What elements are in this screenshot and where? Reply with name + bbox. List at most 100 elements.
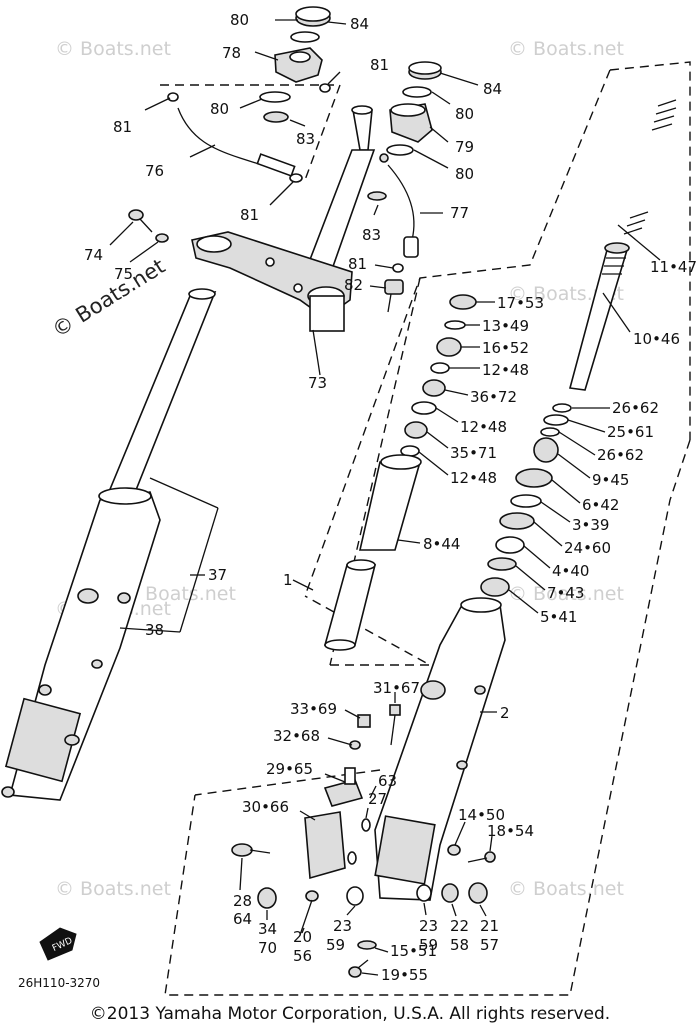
screw-33 xyxy=(357,714,371,728)
label-80: 80 xyxy=(210,100,229,118)
washer-22 xyxy=(441,883,459,903)
label-7: 7•43 xyxy=(547,584,584,602)
label-63: 63 xyxy=(378,772,397,790)
o-ring-13 xyxy=(444,320,466,330)
label-84: 84 xyxy=(483,80,502,98)
assembly-outline-right xyxy=(164,69,691,996)
ring-12-b xyxy=(411,401,437,415)
label-80: 80 xyxy=(230,11,249,29)
label-4: 4•40 xyxy=(552,562,589,580)
label-58: 58 xyxy=(450,936,469,954)
label-24: 24•60 xyxy=(564,539,611,557)
label-38: 38 xyxy=(145,621,164,639)
label-27: 27 xyxy=(368,790,387,808)
label-20: 20 xyxy=(293,928,312,946)
label-12: 12•48 xyxy=(450,469,497,487)
label-70: 70 xyxy=(258,939,277,957)
washer-23-b xyxy=(416,884,432,902)
label-13: 13•49 xyxy=(482,317,529,335)
label-79: 79 xyxy=(455,138,474,156)
label-18: 18•54 xyxy=(487,822,534,840)
label-26: 26•62 xyxy=(612,399,659,417)
label-75: 75 xyxy=(114,265,133,283)
label-25: 25•61 xyxy=(607,423,654,441)
nut-83-b xyxy=(367,191,387,201)
bolt-20 xyxy=(299,890,319,936)
nut-21 xyxy=(468,882,488,904)
steering-shaft xyxy=(304,105,376,276)
upper-bracket-78 xyxy=(274,47,323,83)
bolt-18 xyxy=(467,851,496,863)
part-36 xyxy=(422,379,446,397)
label-81: 81 xyxy=(113,118,132,136)
label-33: 33•69 xyxy=(290,700,337,718)
label-10: 10•46 xyxy=(633,330,680,348)
washer-81-d xyxy=(392,263,404,273)
label-21: 21 xyxy=(480,917,499,935)
label-8: 8•44 xyxy=(423,535,460,553)
label-23: 23 xyxy=(419,917,438,935)
label-22: 22 xyxy=(450,917,469,935)
ring-26-b xyxy=(540,427,560,437)
label-73: 73 xyxy=(308,374,327,392)
outer-tube-1 xyxy=(323,559,377,651)
right-cap-84 xyxy=(408,61,442,80)
washer-15 xyxy=(357,940,377,950)
slide-bush-8 xyxy=(358,454,422,551)
label-81: 81 xyxy=(240,206,259,224)
fitting-82 xyxy=(384,279,404,313)
label-5: 5•41 xyxy=(540,608,577,626)
washer-14 xyxy=(447,844,461,856)
bracket-79 xyxy=(389,103,433,143)
label-19: 19•55 xyxy=(381,966,428,984)
label-28: 28 xyxy=(233,892,252,910)
label-12: 12•48 xyxy=(482,361,529,379)
label-17: 17•53 xyxy=(497,294,544,312)
forward-arrow-icon: FWD xyxy=(39,927,77,961)
spring-11 xyxy=(623,99,677,235)
label-29: 29•65 xyxy=(266,760,313,778)
fitting-29 xyxy=(323,767,364,807)
o-ring-27 xyxy=(361,818,371,832)
label-76: 76 xyxy=(145,162,164,180)
o-ring-80-c xyxy=(402,86,432,98)
label-80: 80 xyxy=(455,105,474,123)
lower-tube-2 xyxy=(374,597,506,901)
label-11: 11•47 xyxy=(650,258,697,276)
label-82: 82 xyxy=(344,276,363,294)
bolt-31 xyxy=(389,704,401,746)
ring-12-a xyxy=(430,362,450,374)
watermark: © Boats.net xyxy=(55,38,171,60)
label-14: 14•50 xyxy=(458,806,505,824)
label-77: 77 xyxy=(450,204,469,222)
clip-3 xyxy=(510,494,542,508)
washer-81-left xyxy=(167,92,179,102)
ring-25 xyxy=(543,414,569,426)
label-83: 83 xyxy=(362,226,381,244)
bolt-19 xyxy=(348,959,369,978)
watermark: © Boats.net xyxy=(508,878,624,900)
watermark-main: © Boats.net xyxy=(48,254,169,342)
label-35: 35•71 xyxy=(450,444,497,462)
copyright-notice: ©2013 Yamaha Motor Corporation, U.S.A. A… xyxy=(89,1004,611,1024)
brake-hose-76 xyxy=(177,107,303,183)
label-3: 3•39 xyxy=(572,516,609,534)
label-26: 26•62 xyxy=(597,446,644,464)
brake-hose-77 xyxy=(379,153,419,258)
bushing-5 xyxy=(480,577,510,597)
watermark: © Boats.net xyxy=(508,583,624,605)
part-16 xyxy=(436,337,462,357)
washer-75 xyxy=(155,233,169,243)
nut-83 xyxy=(263,111,289,123)
label-23: 23 xyxy=(333,917,352,935)
watermark: © Boats.net xyxy=(120,583,236,605)
cap-34 xyxy=(257,887,277,909)
label-64: 64 xyxy=(233,910,252,928)
label-78: 78 xyxy=(222,44,241,62)
label-57: 57 xyxy=(480,936,499,954)
label-16: 16•52 xyxy=(482,339,529,357)
watermark: © Boats.net xyxy=(508,38,624,60)
assembly-outline-top xyxy=(160,61,691,440)
o-ring-80-d xyxy=(386,144,414,156)
